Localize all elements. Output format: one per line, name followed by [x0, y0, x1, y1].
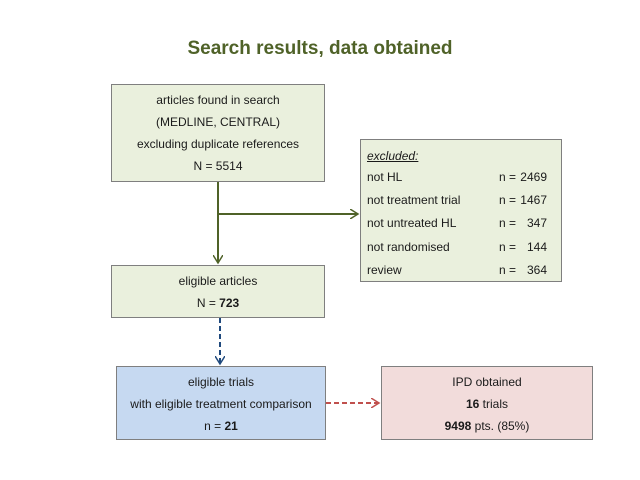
page-title: Search results, data obtained	[187, 38, 453, 59]
eligible-trials-line-1: eligible trials	[187, 375, 255, 389]
excluded-value: 1467	[520, 193, 547, 208]
excluded-value: 144	[526, 239, 547, 254]
search-line-1: articles found in search	[156, 93, 280, 107]
excluded-label: not randomised	[367, 239, 450, 254]
eligible-articles-value: 723	[219, 296, 240, 310]
excluded-n-prefix: n =	[499, 170, 517, 184]
eligible-trials-n-prefix: n =	[204, 419, 225, 433]
ipd-trials: 16 trials	[382, 393, 592, 415]
excluded-header: excluded:	[367, 149, 419, 163]
eligible-trials-box: eligible trials with eligible treatment …	[116, 366, 326, 440]
excluded-label: not treatment trial	[367, 193, 461, 208]
search-count: N = 5514	[193, 159, 243, 173]
ipd-patients: 9498 pts. (85%)	[382, 415, 592, 437]
excluded-n-prefix: n =	[499, 262, 517, 277]
excluded-row: not randomised n = 144	[367, 236, 561, 259]
excluded-n-prefix: n =	[499, 193, 517, 208]
eligible-articles-n-prefix: N =	[196, 296, 220, 310]
ipd-trials-suffix: trials	[479, 397, 509, 411]
excluded-value: 347	[526, 216, 547, 231]
eligible-trials-line-2: with eligible treatment comparison	[130, 397, 312, 411]
excluded-row: review n = 364	[367, 259, 561, 282]
excluded-row: not HL n = 2469	[367, 166, 561, 189]
eligible-articles-box: eligible articles N = 723	[111, 265, 325, 318]
excluded-box: excluded: not HL n = 2469 not treatment …	[360, 139, 562, 282]
eligible-trials-count: n = 21	[117, 415, 325, 437]
ipd-label: IPD obtained	[452, 375, 522, 389]
excluded-row: not untreated HL n = 347	[367, 212, 561, 235]
excluded-value: 2469	[520, 170, 547, 184]
ipd-pts-value: 9498	[444, 419, 472, 433]
ipd-trials-value: 16	[465, 397, 480, 411]
excluded-n-prefix: n =	[499, 239, 517, 254]
eligible-articles-count: N = 723	[112, 292, 324, 314]
search-line-2: (MEDLINE, CENTRAL)	[155, 115, 280, 129]
ipd-obtained-box: IPD obtained 16 trials 9498 pts. (85%)	[381, 366, 593, 440]
excluded-label: review	[367, 262, 402, 277]
search-results-box: articles found in search (MEDLINE, CENTR…	[111, 84, 325, 182]
ipd-pts-suffix: pts. (85%)	[471, 419, 530, 433]
excluded-label: not HL	[367, 170, 403, 184]
search-line-3: excluding duplicate references	[136, 137, 300, 151]
excluded-n-prefix: n =	[499, 216, 517, 231]
excluded-value: 364	[526, 262, 547, 277]
excluded-label: not untreated HL	[367, 216, 457, 231]
excluded-row: not treatment trial n = 1467	[367, 189, 561, 212]
eligible-articles-label: eligible articles	[178, 274, 258, 288]
eligible-trials-value: 21	[224, 419, 238, 433]
